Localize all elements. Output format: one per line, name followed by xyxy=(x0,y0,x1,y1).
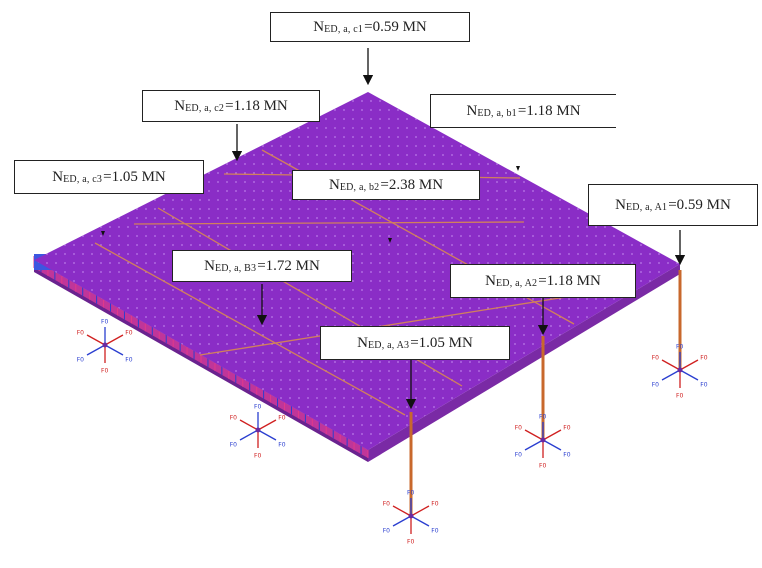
support-arm xyxy=(410,505,430,517)
support-node xyxy=(255,427,261,433)
support-label: F0 xyxy=(230,415,237,422)
support-label: F0 xyxy=(254,452,261,459)
support-arm xyxy=(524,439,544,451)
support-label: F0 xyxy=(563,452,570,459)
support-arm xyxy=(239,419,259,431)
load-arrows xyxy=(231,48,686,410)
support-label: F0 xyxy=(101,367,108,374)
support-arm xyxy=(86,344,106,356)
support-label: F0 xyxy=(539,462,546,469)
support-arm xyxy=(410,515,430,527)
support-node xyxy=(677,367,683,373)
support-arm xyxy=(524,429,544,441)
support-label: F0 xyxy=(431,528,438,535)
support-label: F0 xyxy=(515,452,522,459)
support-arm xyxy=(86,334,106,346)
support-node xyxy=(102,342,108,348)
support-node xyxy=(540,437,546,443)
support-arm xyxy=(239,429,259,441)
marker-icon xyxy=(101,231,105,236)
support-label: F0 xyxy=(77,330,84,337)
support-arm xyxy=(257,429,277,441)
marker-icon xyxy=(516,166,520,171)
support-label: F0 xyxy=(383,528,390,535)
support-arm xyxy=(392,515,412,527)
support-label: F0 xyxy=(254,404,261,411)
support-arm xyxy=(542,439,562,451)
support-arm xyxy=(679,369,699,381)
support-node xyxy=(408,513,414,519)
support-label: F0 xyxy=(700,355,707,362)
support-label: F0 xyxy=(676,344,683,351)
support-label: F0 xyxy=(278,415,285,422)
marker-icon xyxy=(388,238,392,243)
support-label: F0 xyxy=(77,357,84,364)
support-label: F0 xyxy=(515,425,522,432)
support-label: F0 xyxy=(563,425,570,432)
support-arm xyxy=(661,359,681,371)
support-arm xyxy=(392,505,412,517)
support-label: F0 xyxy=(652,355,659,362)
support-arm xyxy=(661,369,681,381)
support-label: F0 xyxy=(101,319,108,326)
support-label: F0 xyxy=(125,330,132,337)
support-arm xyxy=(679,359,699,371)
support-label: F0 xyxy=(407,538,414,545)
support-arm xyxy=(257,419,277,431)
support-arm xyxy=(104,344,124,356)
support-arm xyxy=(104,334,124,346)
support-label: F0 xyxy=(676,392,683,399)
support-label: F0 xyxy=(383,501,390,508)
support-label: F0 xyxy=(230,442,237,449)
marker-points xyxy=(101,166,520,243)
support-arm xyxy=(542,429,562,441)
support-label: F0 xyxy=(125,357,132,364)
support-label: F0 xyxy=(407,490,414,497)
support-label: F0 xyxy=(539,414,546,421)
support-label: F0 xyxy=(278,442,285,449)
slab-front-right-edge xyxy=(368,264,680,462)
support-label: F0 xyxy=(700,382,707,389)
support-label: F0 xyxy=(431,501,438,508)
support-label: F0 xyxy=(652,382,659,389)
